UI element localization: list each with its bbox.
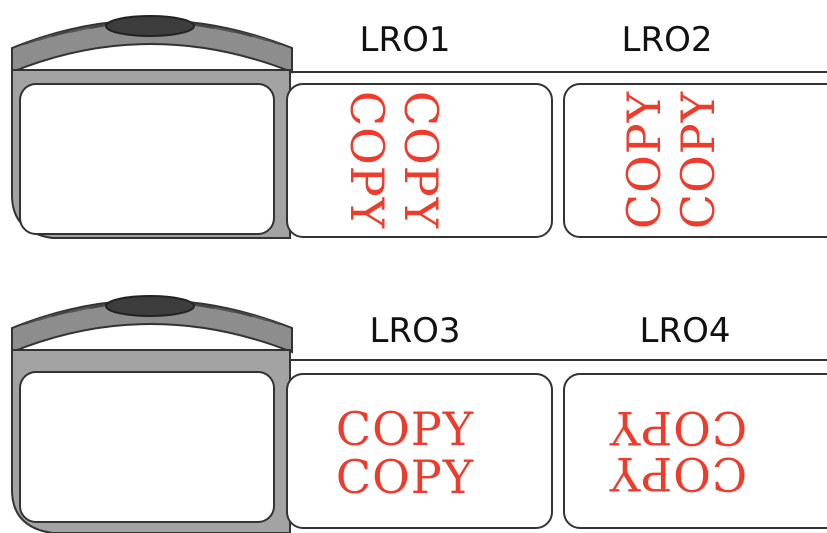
label-card-lro1 — [286, 83, 553, 238]
roll-core-2 — [11, 295, 293, 354]
copy-text-lro3-line1: COPY — [336, 402, 474, 456]
roll-core-1 — [11, 15, 293, 74]
label-title-lro1: LRO1 — [360, 20, 451, 60]
label-card-lro4 — [563, 373, 827, 529]
label-blank-1 — [19, 83, 275, 235]
copy-text-lro2-line2: COPY — [671, 91, 725, 229]
copy-text-lro4-line1: COPY — [609, 447, 747, 501]
copy-text-lro3-line2: COPY — [336, 450, 474, 504]
label-title-lro3: LRO3 — [370, 311, 461, 351]
copy-text-lro1-line2: COPY — [340, 91, 394, 229]
copy-group-lro2: COPY COPY — [617, 91, 725, 229]
label-card-lro3 — [286, 373, 553, 529]
copy-group-lro4: COPY COPY — [609, 401, 747, 501]
copy-group-lro1: COPY COPY — [340, 91, 448, 229]
label-title-lro4: LRO4 — [640, 311, 731, 351]
label-title-lro2: LRO2 — [622, 20, 713, 60]
label-card-lro2 — [563, 83, 827, 238]
copy-group-lro3: COPY COPY — [336, 402, 474, 504]
label-blank-2 — [19, 371, 275, 523]
copy-text-lro1-line1: COPY — [394, 91, 448, 229]
copy-text-lro2-line1: COPY — [617, 91, 671, 229]
copy-text-lro4-line2: COPY — [609, 401, 747, 455]
label-roll-1: LRO1 LRO2 COPY COPY COPY COPY — [11, 15, 827, 239]
label-roll-2: LRO3 LRO4 COPY COPY COPY COPY — [11, 295, 827, 533]
